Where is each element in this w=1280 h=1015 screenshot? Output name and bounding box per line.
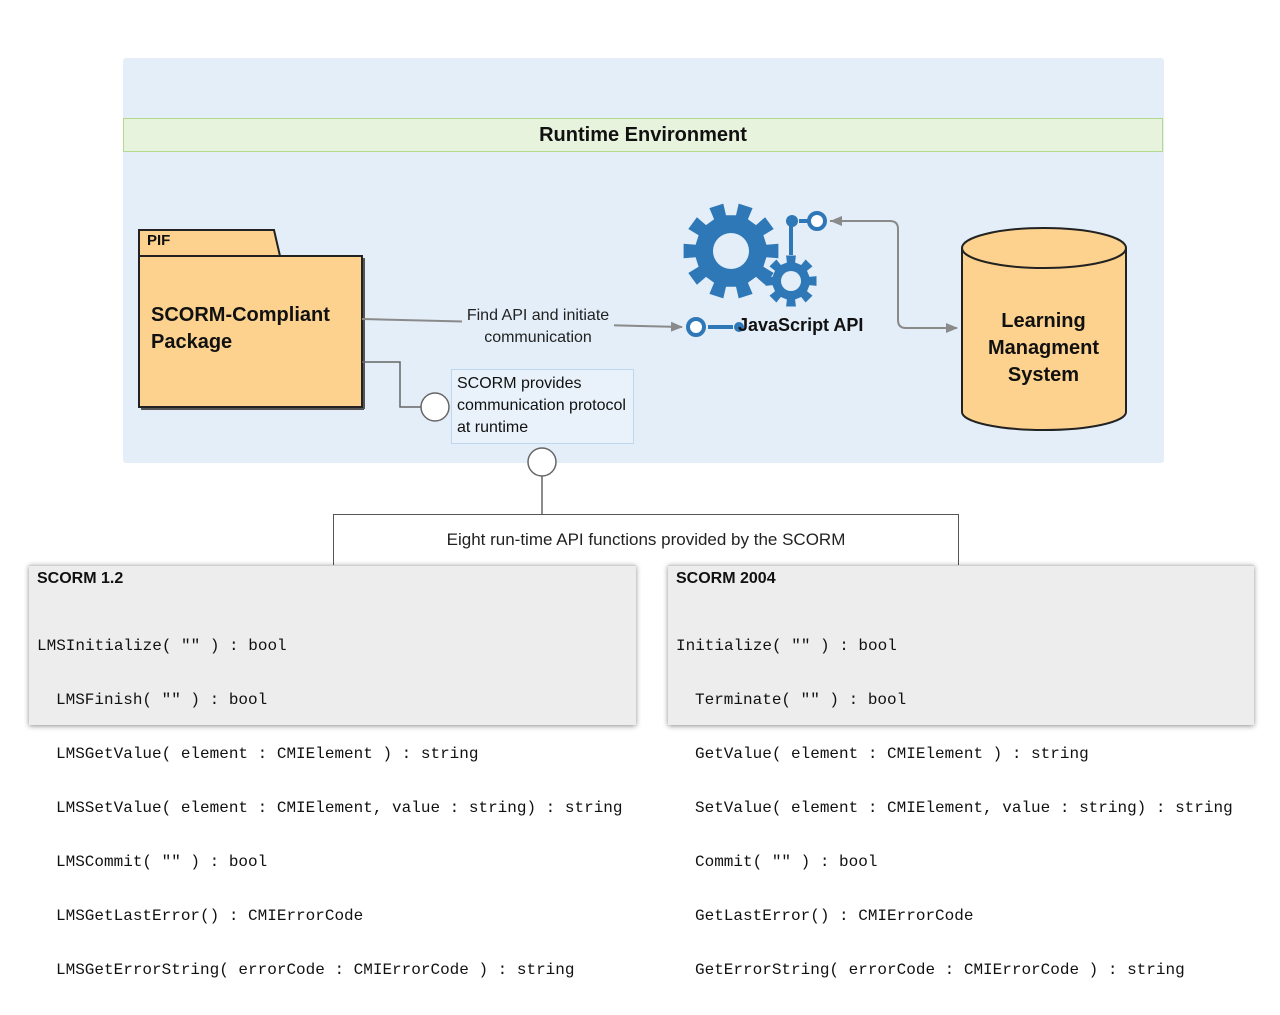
find-api-label: Find API and initiate communication bbox=[462, 305, 614, 349]
database-icon bbox=[961, 227, 1127, 431]
lollipop-connector-icon bbox=[686, 317, 744, 337]
gear-hole bbox=[713, 233, 749, 269]
lollipop-connector-icon bbox=[420, 392, 450, 422]
pif-label: PIF bbox=[147, 232, 171, 249]
scorm12-function-list: LMSInitialize( "" ) : bool LMSFinish( ""… bbox=[37, 601, 623, 1015]
code-line: LMSFinish( "" ) : bool bbox=[56, 691, 268, 709]
environment-title: Runtime Environment bbox=[123, 118, 1163, 152]
gear-icon bbox=[765, 255, 817, 307]
code-line: LMSGetErrorString( errorCode : CMIErrorC… bbox=[56, 961, 575, 979]
code-line: LMSInitialize( "" ) : bool bbox=[37, 637, 287, 655]
gear-icon bbox=[683, 203, 779, 299]
javascript-api-label: JavaScript API bbox=[738, 315, 864, 335]
code-line: LMSSetValue( element : CMIElement, value… bbox=[56, 799, 623, 817]
code-line: GetErrorString( errorCode : CMIErrorCode… bbox=[695, 961, 1185, 979]
api-lms-connector bbox=[830, 220, 958, 333]
lollipop-connector-icon bbox=[786, 211, 827, 255]
lms-label: Learning Managment System bbox=[987, 310, 1100, 386]
code-line: Terminate( "" ) : bool bbox=[695, 691, 907, 709]
folder-package-icon bbox=[138, 229, 365, 410]
functions-header-box bbox=[333, 514, 959, 574]
scorm-note: SCORM provides communication protocol at… bbox=[451, 369, 634, 444]
gear-hole bbox=[781, 271, 801, 291]
lollipop-connector-icon bbox=[527, 447, 557, 477]
package-note-connector bbox=[362, 361, 421, 408]
arrowhead bbox=[830, 216, 842, 226]
diagram-canvas bbox=[138, 203, 1127, 514]
code-line: GetLastError() : CMIErrorCode bbox=[695, 907, 974, 925]
code-line: LMSGetLastError() : CMIErrorCode bbox=[56, 907, 364, 925]
code-line: LMSGetValue( element : CMIElement ) : st… bbox=[56, 745, 479, 763]
code-line: Initialize( "" ) : bool bbox=[676, 637, 897, 655]
scorm12-title: SCORM 1.2 bbox=[37, 570, 124, 587]
scorm2004-panel: SCORM 2004 Initialize( "" ) : bool Termi… bbox=[668, 565, 1254, 979]
scorm2004-title: SCORM 2004 bbox=[676, 570, 776, 587]
code-line: GetValue( element : CMIElement ) : strin… bbox=[695, 745, 1089, 763]
code-line: SetValue( element : CMIElement, value : … bbox=[695, 799, 1233, 817]
functions-header-label: Eight run-time API functions provided by… bbox=[446, 530, 846, 549]
scorm12-panel: SCORM 1.2 LMSInitialize( "" ) : bool LMS… bbox=[29, 565, 636, 979]
package-label: SCORM-Compliant Package bbox=[151, 304, 330, 353]
scorm2004-function-list: Initialize( "" ) : bool Terminate( "" ) … bbox=[676, 601, 1233, 1015]
code-line: LMSCommit( "" ) : bool bbox=[56, 853, 268, 871]
code-line: Commit( "" ) : bool bbox=[695, 853, 878, 871]
